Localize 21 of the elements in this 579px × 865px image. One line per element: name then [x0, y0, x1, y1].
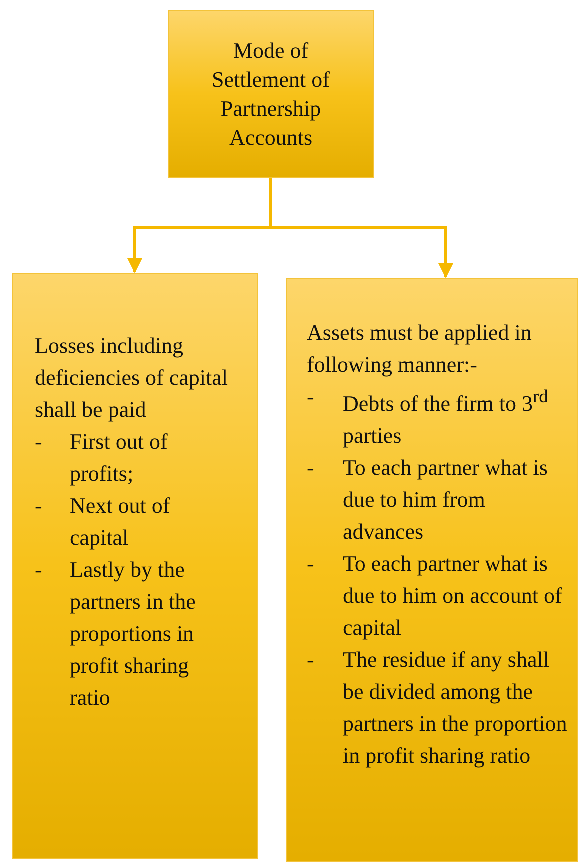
- list-item: To each partner what is due to him on account of capital: [343, 551, 562, 640]
- list-dash: -: [307, 454, 314, 482]
- list-item: First out of profits;: [70, 429, 168, 486]
- list-dash: -: [35, 492, 42, 520]
- list-item: Debts of the firm to 3$^{rd}$ parties: [343, 391, 548, 448]
- text-box: [12, 273, 258, 859]
- connector-arrow: [270, 178, 454, 278]
- list-item: Next out of capital: [70, 493, 170, 550]
- list-item: Lastly by the partners in the proportions in profit sharing ratio: [70, 557, 196, 710]
- list-dash: -: [307, 383, 314, 411]
- text-box: [286, 278, 578, 862]
- list-item: To each partner what is due to him from advances: [343, 455, 548, 544]
- process-box: [168, 10, 374, 178]
- box-title: Mode of Settlement of Partnership Accounts: [211, 37, 331, 152]
- list-dash: -: [35, 428, 42, 456]
- list-dash: -: [35, 556, 42, 584]
- list-item: The residue if any shall be divided among the partners in the proportion in profit sharing ratio: [343, 647, 568, 768]
- list-dash: -: [307, 646, 314, 674]
- box-heading: Assets must be applied in following manner:-: [307, 319, 533, 379]
- box-heading: Losses including deficiencies of capital shall be paid: [35, 332, 230, 424]
- list-dash: -: [307, 550, 314, 578]
